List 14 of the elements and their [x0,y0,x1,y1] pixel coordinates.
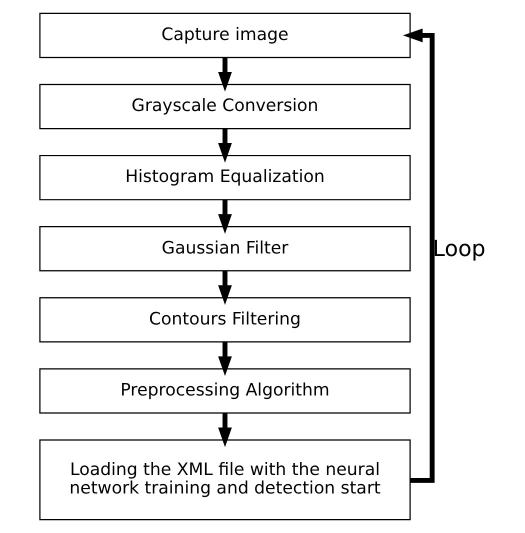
arrow [218,58,232,92]
node-box: Gaussian Filter [38,226,410,272]
arrow [218,270,232,305]
node-box: Histogram Equalization [38,154,410,200]
node-box: Contours Filtering [38,297,410,342]
arrow [218,200,232,234]
node-box: Preprocessing Algorithm [38,368,410,414]
edge-label: Loop [432,236,486,262]
arrow [218,128,232,163]
node-box: Capture image [38,12,410,58]
arrow [218,342,232,376]
arrow [218,413,232,448]
node-box: Loading the XML file with the neural network training and detection start [38,439,410,520]
node-box: Grayscale Conversion [38,84,410,130]
